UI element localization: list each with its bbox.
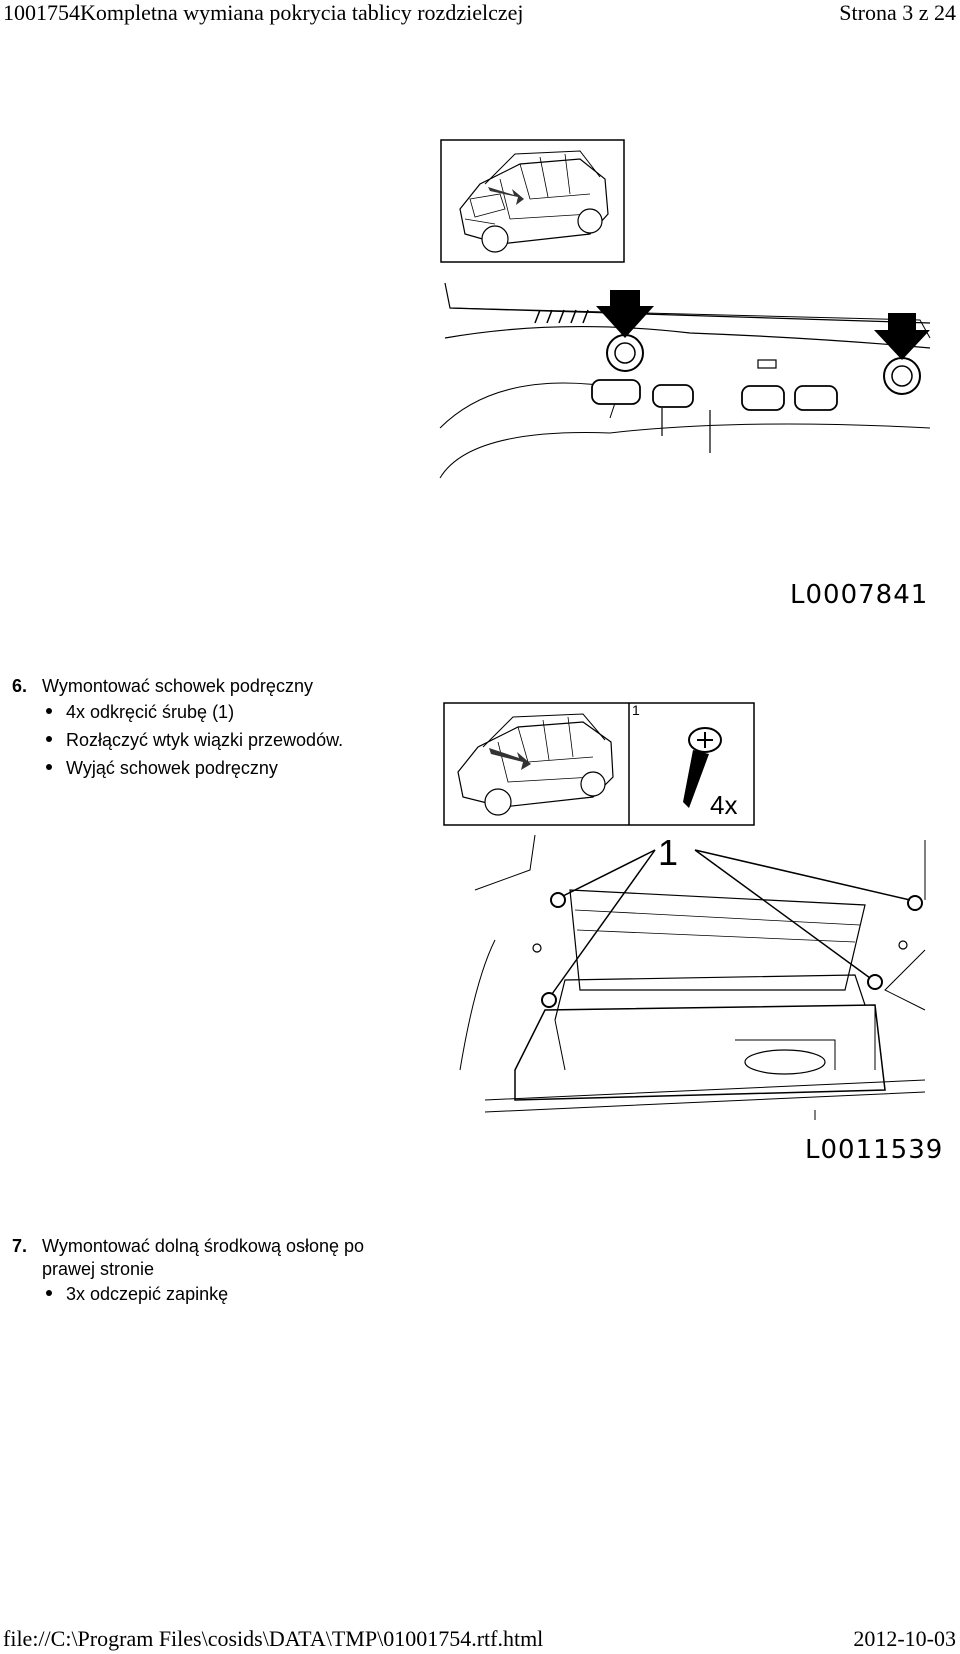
bullet-icon bbox=[46, 708, 52, 715]
footer-date: 2012-10-03 bbox=[853, 1626, 956, 1651]
step-6-number: 6. bbox=[12, 676, 28, 696]
step-7-number: 7. bbox=[12, 1236, 28, 1256]
step-6-bullet-3: Wyjąć schowek podręczny bbox=[46, 758, 278, 779]
figure-2-callout: 1 bbox=[658, 832, 679, 873]
step-7-title-line-1: Wymontować dolną środkową osłonę po bbox=[42, 1236, 365, 1256]
step-7-bullet-1: 3x odczepić zapinkę bbox=[46, 1284, 228, 1305]
figure-2-code: L0011539 bbox=[805, 1135, 944, 1165]
step-7-title-line-2: prawej stronie bbox=[42, 1259, 155, 1279]
bullet-icon bbox=[46, 764, 52, 771]
figure-1-car-overview bbox=[440, 139, 625, 263]
figure-2-inset-label: 1 bbox=[632, 702, 640, 718]
figure-1-code: L0007841 bbox=[790, 580, 929, 610]
figure-2-quantity: 4x bbox=[710, 790, 738, 820]
page-number: Strona 3 z 24 bbox=[839, 0, 956, 25]
screw-icon bbox=[683, 727, 722, 808]
document-title: 1001754Kompletna wymiana pokrycia tablic… bbox=[3, 0, 524, 25]
figure-2-car-overview bbox=[443, 702, 755, 826]
figure-1-dashboard-vents bbox=[439, 282, 931, 479]
bullet-icon bbox=[46, 736, 52, 743]
step-6-bullet-1: 4x odkręcić śrubę (1) bbox=[46, 702, 234, 723]
step-6-title: Wymontować schowek podręczny bbox=[42, 676, 313, 696]
bullet-icon bbox=[46, 1290, 52, 1297]
step-6-bullet-2: Rozłączyć wtyk wiązki przewodów. bbox=[46, 730, 343, 751]
footer-file-path: file://C:\Program Files\cosids\DATA\TMP\… bbox=[3, 1626, 544, 1651]
figure-2-glovebox-drawing bbox=[459, 834, 926, 1120]
